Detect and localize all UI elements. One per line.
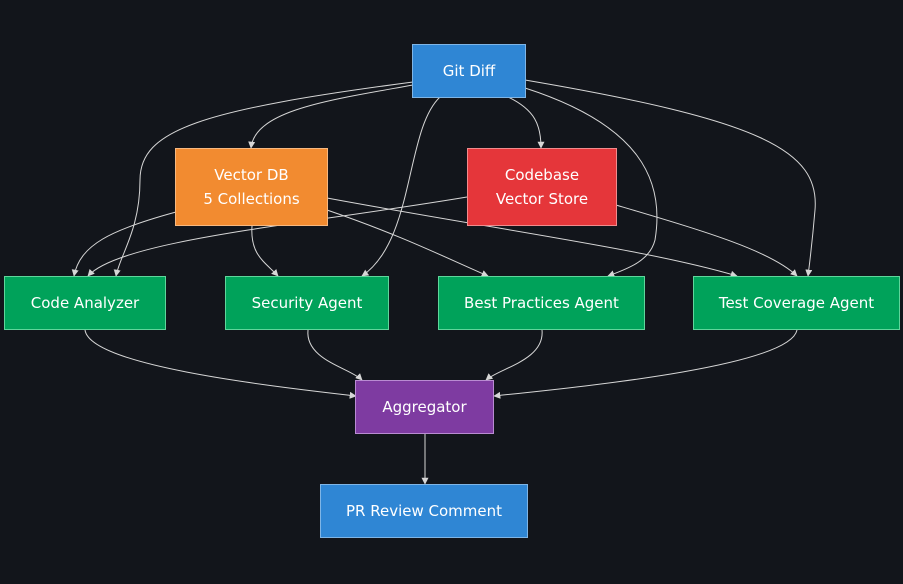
- pr-review-comment-node[interactable]: PR Review Comment: [320, 484, 528, 538]
- aggregator-node[interactable]: Aggregator: [355, 380, 494, 434]
- security-agent-node[interactable]: Security Agent: [225, 276, 389, 330]
- git-diff-node[interactable]: Git Diff: [412, 44, 526, 98]
- edge-gitdiff-bestpractices: [524, 87, 658, 278]
- edge-bestpractices-aggregator: [485, 329, 543, 381]
- edge-codeanalyzer-aggregator: [84, 329, 357, 399]
- edge-vectordb-bestpractices: [326, 209, 489, 277]
- vector-db-label-line2: 5 Collections: [203, 190, 300, 208]
- best-practices-agent-label: Best Practices Agent: [464, 294, 619, 312]
- git-diff-label: Git Diff: [442, 62, 496, 80]
- edge-testcoverage-aggregator: [493, 329, 798, 399]
- security-agent-label: Security Agent: [251, 294, 363, 312]
- edge-security-aggregator: [307, 329, 363, 381]
- edge-gitdiff-security: [361, 96, 441, 277]
- aggregator-label: Aggregator: [382, 398, 467, 416]
- code-analyzer-node[interactable]: Code Analyzer: [4, 276, 166, 330]
- test-coverage-agent-label: Test Coverage Agent: [718, 294, 875, 312]
- edge-gitdiff-codebase: [507, 96, 545, 149]
- edge-gitdiff-codeanalyzer: [113, 81, 414, 277]
- codebase-label-line1: Codebase: [504, 166, 580, 184]
- best-practices-agent-node[interactable]: Best Practices Agent: [438, 276, 645, 330]
- edge-vectordb-testcoverage: [326, 197, 738, 278]
- edge-vectordb-codeanalyzer: [71, 211, 177, 277]
- edge-codebase-codeanalyzer: [87, 196, 468, 277]
- vector-db-label-line1: Vector DB: [214, 166, 289, 184]
- pr-review-comment-label: PR Review Comment: [345, 502, 502, 520]
- edge-gitdiff-testcoverage: [524, 79, 816, 277]
- vector-db-node[interactable]: Vector DB 5 Collections: [175, 148, 328, 226]
- code-analyzer-label: Code Analyzer: [30, 294, 140, 312]
- test-coverage-agent-node[interactable]: Test Coverage Agent: [693, 276, 900, 330]
- edge-codebase-testcoverage: [615, 204, 798, 277]
- codebase-label-line2: Vector Store: [495, 190, 589, 208]
- edge-vectordb-security: [251, 225, 279, 277]
- codebase-vector-store-node[interactable]: Codebase Vector Store: [467, 148, 617, 226]
- edge-gitdiff-vectordb: [248, 84, 414, 149]
